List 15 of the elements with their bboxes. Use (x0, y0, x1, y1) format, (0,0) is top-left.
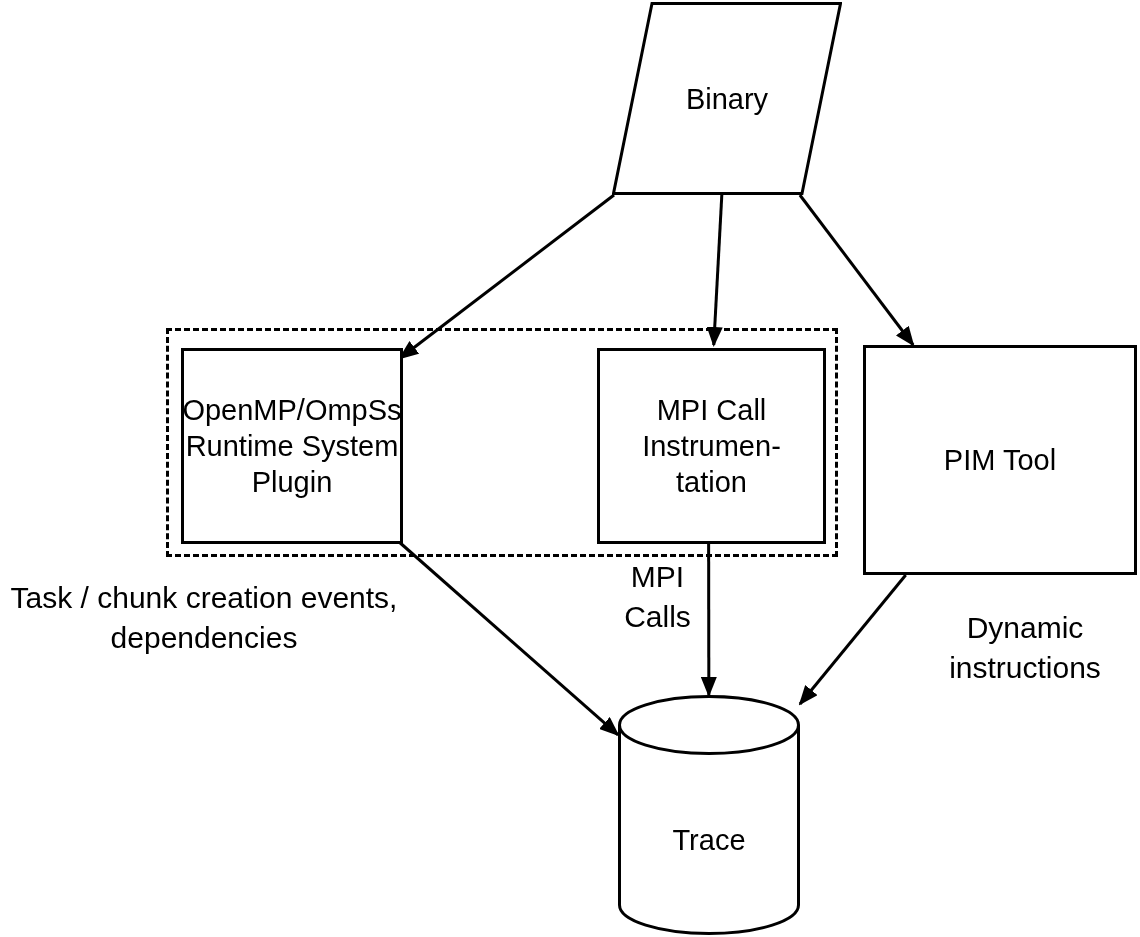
group-box (166, 328, 838, 557)
edge-label: Dynamic instructions (948, 610, 1102, 686)
node-label: MPI Call Instrumen- tation (641, 393, 782, 500)
process-box (181, 348, 403, 544)
process-box (863, 345, 1137, 575)
arrow (798, 574, 907, 706)
arrow (798, 194, 915, 347)
node-label: Trace (671, 823, 747, 858)
edge-label: Task / chunk creation events, dependencies (9, 580, 399, 656)
node-label: OpenMP/OmpSs Runtime System Plugin (181, 393, 403, 500)
node-label: Binary (684, 81, 770, 117)
arrow (706, 194, 724, 347)
process-box (597, 348, 826, 544)
node-label: PIM Tool (942, 443, 1058, 478)
edge-label: MPI Calls (623, 559, 692, 635)
